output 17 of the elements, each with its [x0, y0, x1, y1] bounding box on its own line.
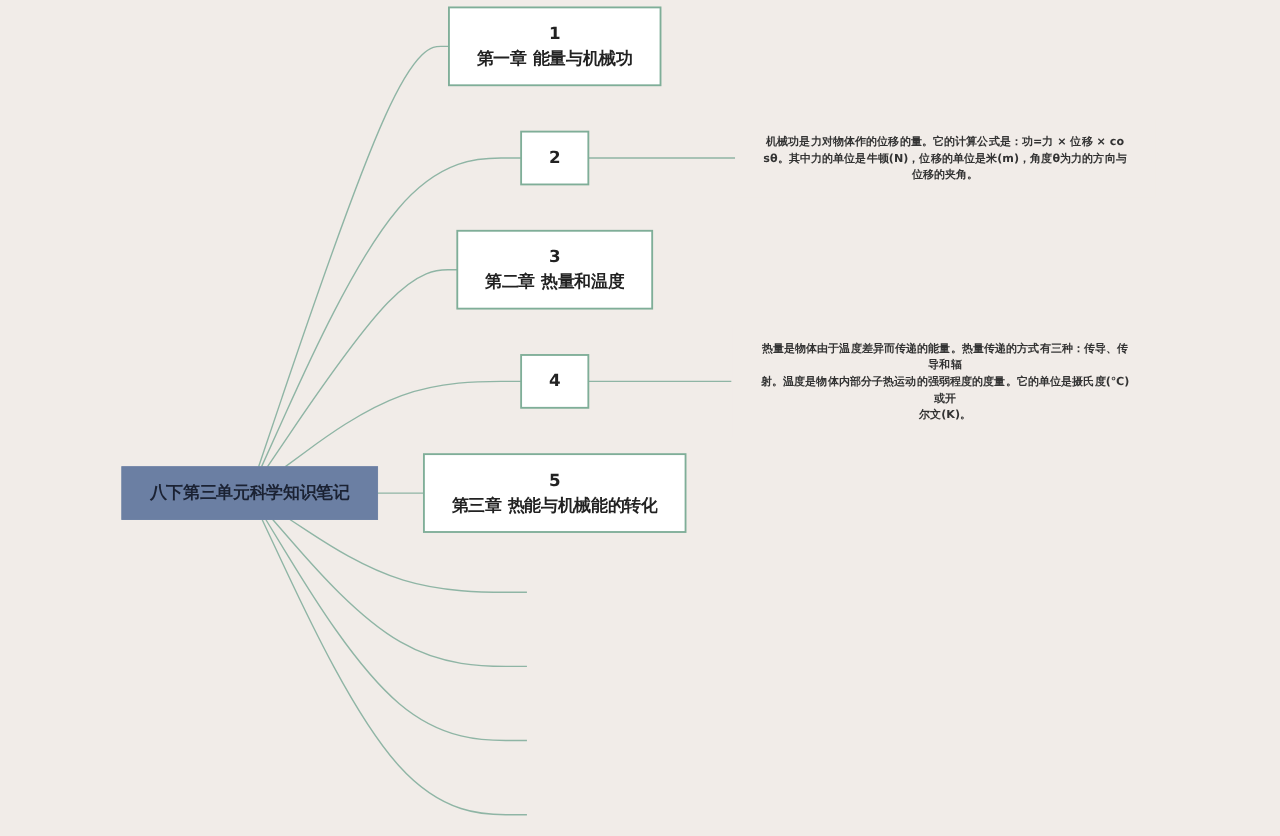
node-box: 2 [520, 130, 590, 186]
branch-line [266, 269, 458, 468]
branch-line [289, 518, 528, 593]
node-box: 1 第一章 能量与机械功 [448, 6, 662, 87]
node-box: 4 [520, 354, 590, 409]
branch-line [265, 518, 528, 742]
branch-line [376, 492, 425, 494]
branch-line [261, 518, 528, 816]
branch-line [587, 380, 733, 383]
node-box: 八下第三单元科学知识笔记 [121, 466, 379, 520]
branch-line [587, 157, 737, 159]
branch-line [260, 157, 522, 468]
branch-line [257, 45, 450, 468]
branch-line [284, 380, 522, 468]
node-box: 5 第三章 热能与机械能的转化 [423, 453, 687, 533]
node-box: 3 第二章 热量和温度 [456, 229, 654, 310]
branch-line [272, 518, 528, 668]
